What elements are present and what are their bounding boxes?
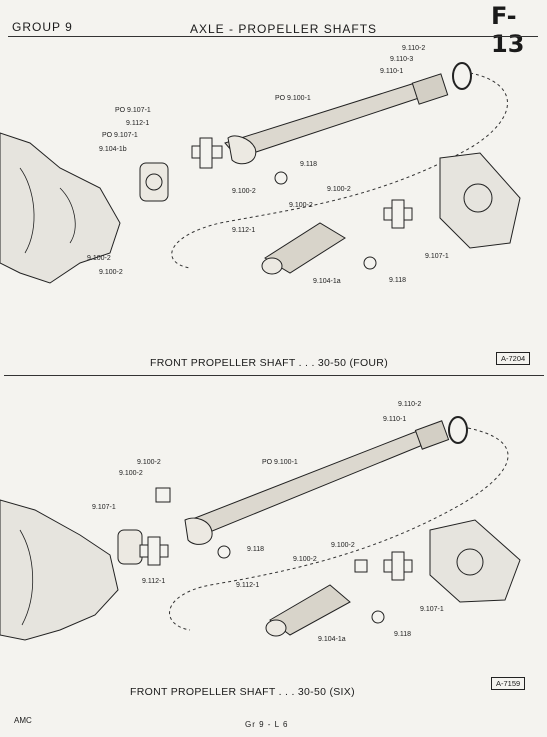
part-label: PO 9.107-1 xyxy=(115,107,151,114)
part-label: 9.104-1b xyxy=(99,146,127,153)
washer-icon xyxy=(363,256,377,270)
dust-cap xyxy=(452,62,472,90)
pinion-flange xyxy=(139,162,169,202)
transfer-case-illustration xyxy=(429,519,521,603)
propeller-shaft-tube xyxy=(224,73,449,165)
part-label: 9.118 xyxy=(300,161,317,168)
part-label: 9.100-2 xyxy=(327,186,351,193)
part-label: 9.100-2 xyxy=(87,255,111,262)
part-label: 9.110-2 xyxy=(402,45,425,52)
part-label: 9.100-2 xyxy=(232,188,256,195)
header-rule xyxy=(8,36,538,37)
universal-joint-left xyxy=(139,536,169,566)
part-label: 9.100-2 xyxy=(99,269,123,276)
figure-code: A-7159 xyxy=(491,677,526,690)
diagram-front-shaft-four: 9.110-2 9.110-3 9.110-1 PO 9.100-1 PO 9.… xyxy=(0,45,521,285)
part-label: 9.100-2 xyxy=(137,459,161,466)
part-label: 9.112-1 xyxy=(142,578,165,585)
part-label: 9.112-1 xyxy=(232,227,255,234)
part-label: 9.100-2 xyxy=(293,556,317,563)
part-label: 9.110-1 xyxy=(380,68,403,75)
bolt-strap xyxy=(155,487,171,503)
part-label: 9.118 xyxy=(389,277,406,284)
slip-yoke xyxy=(265,584,351,637)
diagram-front-shaft-six: 9.110-2 9.110-1 PO 9.100-1 9.100-2 9.100… xyxy=(0,401,521,643)
part-label: 9.110-3 xyxy=(390,56,413,63)
section-divider xyxy=(4,375,544,376)
part-label: PO 9.107-1 xyxy=(102,132,138,139)
diagram-caption: FRONT PROPELLER SHAFT . . . 30-50 (SIX) xyxy=(130,686,355,698)
axle-housing-illustration xyxy=(0,132,121,284)
part-label: 9.118 xyxy=(394,631,411,638)
part-label: PO 9.100-1 xyxy=(275,95,311,102)
part-label: 9.107-1 xyxy=(425,253,449,260)
part-label: 9.107-1 xyxy=(420,606,444,613)
washer-icon xyxy=(274,171,288,185)
part-label: 9.112-1 xyxy=(236,582,259,589)
bolt-strap xyxy=(354,559,368,573)
universal-joint-left xyxy=(191,137,223,169)
axle-housing-illustration xyxy=(0,499,119,641)
footer-page-ref: Gr 9 - L 6 xyxy=(245,720,289,729)
assembly-path xyxy=(171,72,508,269)
washer-icon xyxy=(217,545,231,559)
universal-joint-right xyxy=(383,551,413,581)
page-title: AXLE - PROPELLER SHAFTS xyxy=(190,22,378,36)
footer-brand: AMC xyxy=(14,716,32,725)
propeller-shaft-tube xyxy=(184,420,450,545)
diagram-caption: FRONT PROPELLER SHAFT . . . 30-50 (FOUR) xyxy=(150,357,388,369)
part-label: 9.104-1a xyxy=(313,278,341,285)
page-number: F-13 xyxy=(491,2,525,58)
pinion-flange xyxy=(117,529,143,565)
part-label: 9.104-1a xyxy=(318,636,346,643)
universal-joint-right xyxy=(383,199,413,229)
part-label: 9.100-2 xyxy=(289,202,313,209)
part-label: 9.112-1 xyxy=(126,120,149,127)
part-label: 9.107-1 xyxy=(92,504,116,511)
slip-yoke xyxy=(261,222,346,275)
part-label: 9.100-2 xyxy=(331,542,355,549)
part-label: 9.110-1 xyxy=(383,416,406,423)
assembly-path xyxy=(169,427,509,631)
part-label: 9.110-2 xyxy=(398,401,421,408)
transfer-case-illustration xyxy=(439,152,521,249)
dust-cap xyxy=(448,416,468,444)
part-label: 9.118 xyxy=(247,546,264,553)
figure-code: A-7204 xyxy=(496,352,531,365)
part-label: PO 9.100-1 xyxy=(262,459,298,466)
part-label: 9.100-2 xyxy=(119,470,143,477)
washer-icon xyxy=(371,610,385,624)
group-label: GROUP 9 xyxy=(12,20,73,34)
